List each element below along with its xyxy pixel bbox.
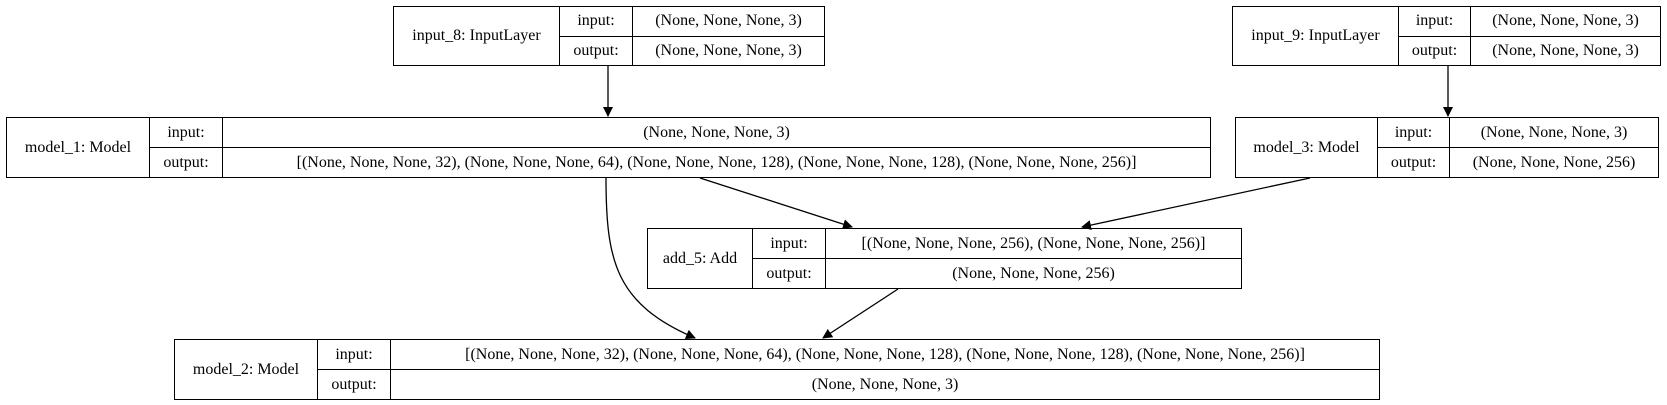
output-port-label: output:	[1398, 35, 1471, 66]
edge-add5-model2	[822, 288, 899, 339]
output-shape: (None, None, None, 256)	[1449, 147, 1659, 178]
node-model-1: model_1: Model input: (None, None, None,…	[6, 117, 1211, 178]
edge-model1-model2	[605, 177, 696, 340]
output-shape: [(None, None, None, 32), (None, None, No…	[222, 147, 1211, 178]
input-shape: (None, None, None, 3)	[1470, 6, 1661, 37]
output-port-label: output:	[317, 369, 391, 400]
node-label: input_8: InputLayer	[393, 6, 560, 66]
node-model-2: model_2: Model input: [(None, None, None…	[174, 339, 1380, 400]
node-label: model_3: Model	[1235, 117, 1378, 178]
edge-model3-add5	[1081, 177, 1311, 230]
input-port-label: input:	[752, 228, 826, 259]
input-shape: (None, None, None, 3)	[1449, 117, 1659, 148]
node-label: model_2: Model	[174, 339, 318, 400]
node-model-3: model_3: Model input: (None, None, None,…	[1235, 117, 1659, 178]
output-port-label: output:	[559, 35, 633, 66]
input-port-label: input:	[1398, 6, 1471, 37]
input-port-label: input:	[1377, 117, 1450, 148]
input-shape: [(None, None, None, 32), (None, None, No…	[390, 339, 1380, 370]
output-port-label: output:	[752, 258, 826, 289]
input-shape: (None, None, None, 3)	[222, 117, 1211, 148]
node-label: model_1: Model	[6, 117, 150, 178]
output-shape: (None, None, None, 3)	[1470, 35, 1661, 66]
output-shape: (None, None, None, 256)	[825, 258, 1242, 289]
node-add-5: add_5: Add input: [(None, None, None, 25…	[647, 228, 1242, 289]
node-label: add_5: Add	[647, 228, 753, 289]
output-port-label: output:	[1377, 147, 1450, 178]
node-label: input_9: InputLayer	[1232, 6, 1399, 66]
input-port-label: input:	[149, 117, 223, 148]
output-port-label: output:	[149, 147, 223, 178]
output-shape: (None, None, None, 3)	[390, 369, 1380, 400]
input-shape: (None, None, None, 3)	[632, 6, 825, 37]
node-input-9: input_9: InputLayer input: (None, None, …	[1232, 6, 1661, 66]
input-port-label: input:	[317, 339, 391, 370]
output-shape: (None, None, None, 3)	[632, 35, 825, 66]
input-shape: [(None, None, None, 256), (None, None, N…	[825, 228, 1242, 259]
node-input-8: input_8: InputLayer input: (None, None, …	[393, 6, 825, 66]
edge-model1-add5	[699, 177, 853, 229]
input-port-label: input:	[559, 6, 633, 37]
